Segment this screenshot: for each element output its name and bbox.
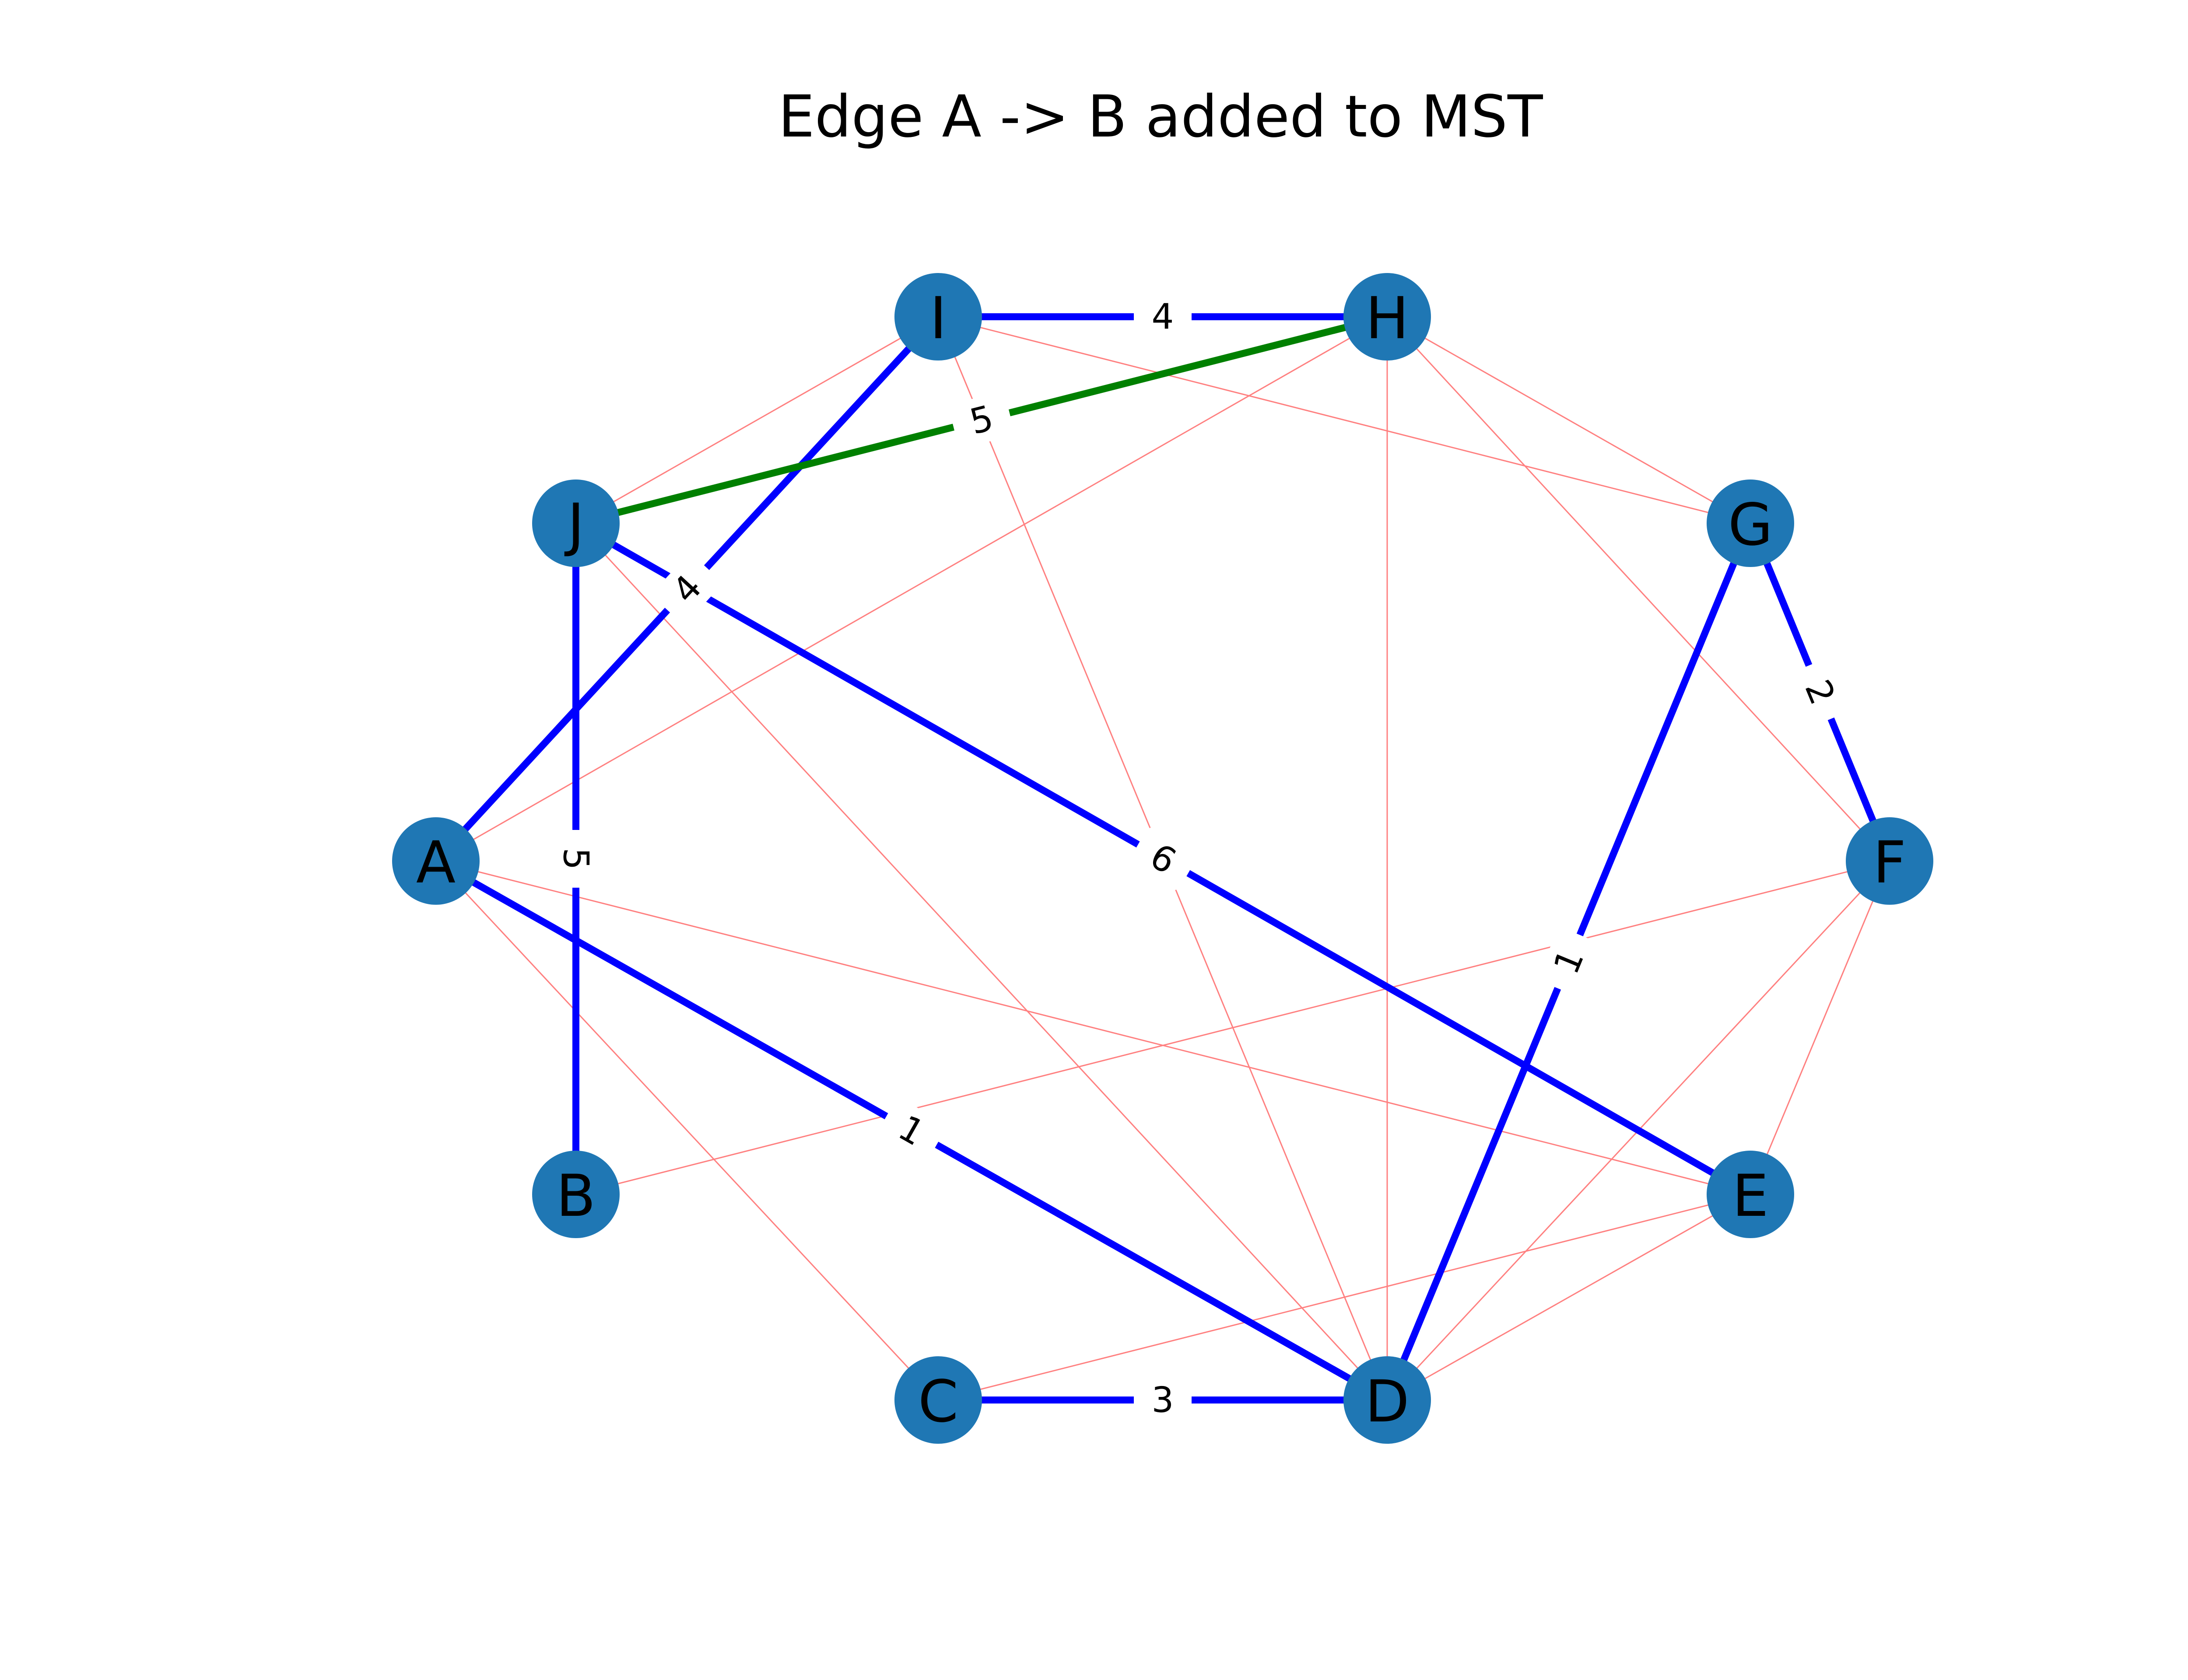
node-label: B xyxy=(556,1162,596,1230)
edge-g-d-weight-label: 1 xyxy=(1539,928,1599,995)
node-label: C xyxy=(918,1368,958,1435)
node-circle xyxy=(532,480,620,567)
node-a: A xyxy=(392,817,480,905)
edge-h-g xyxy=(1387,316,1751,524)
weight-label-background xyxy=(1790,659,1850,725)
edge-j-e-weight-label: 6 xyxy=(1129,827,1197,890)
node-label: D xyxy=(1365,1368,1410,1435)
node-label: J xyxy=(565,491,585,559)
edge-a-e xyxy=(435,860,1751,1195)
edge-j-h-weight-label: 5 xyxy=(950,392,1013,448)
edge-j-d xyxy=(575,522,1388,1401)
node-h: H xyxy=(1343,273,1431,360)
weight-label-background xyxy=(1134,294,1192,340)
edge-h-f xyxy=(1386,316,1890,862)
node-label: G xyxy=(1728,491,1773,559)
node-label: F xyxy=(1873,829,1906,896)
node-label: H xyxy=(1365,285,1409,352)
node-circle xyxy=(1343,273,1431,360)
edge-h-a xyxy=(435,316,1388,862)
graph-title: Edge A -> B added to MST xyxy=(778,83,1543,150)
edge-weight-labels-layer: 4 4 5 6 2 1 1 3 5 xyxy=(553,294,1850,1423)
edge-i-a-weight-label: 4 xyxy=(654,555,720,623)
weight-label-background xyxy=(553,830,599,888)
weight-label-background xyxy=(1129,827,1197,890)
node-label: A xyxy=(416,829,456,896)
weight-label-background xyxy=(1134,1377,1192,1423)
edge-c-d-weight-label: 3 xyxy=(1134,1377,1192,1423)
node-label: I xyxy=(930,285,947,352)
weight-label-background xyxy=(654,555,720,623)
weight-label-background xyxy=(950,392,1013,448)
node-circle xyxy=(1707,1151,1794,1238)
graph-nodes-layer: A B C D E F G H I J xyxy=(392,273,1933,1444)
weight-label-background xyxy=(878,1099,945,1162)
node-circle xyxy=(392,817,480,905)
node-circle xyxy=(1846,817,1933,905)
edge-b-f xyxy=(575,860,1890,1195)
node-i: I xyxy=(894,273,982,360)
weight-label-text: 3 xyxy=(1152,1380,1174,1421)
edge-i-g xyxy=(938,316,1751,524)
node-circle xyxy=(1343,1356,1431,1444)
node-c: C xyxy=(894,1356,982,1444)
node-circle xyxy=(532,1151,620,1238)
node-b: B xyxy=(532,1151,620,1238)
edge-f-e xyxy=(1750,861,1890,1195)
node-d: D xyxy=(1343,1356,1431,1444)
edge-i-j xyxy=(575,316,939,524)
edge-e-d xyxy=(1387,1194,1751,1401)
weight-label-text: 5 xyxy=(556,848,596,870)
node-g: G xyxy=(1707,480,1794,567)
edge-i-h-weight-label: 4 xyxy=(1134,294,1192,340)
edge-a-c xyxy=(435,860,939,1401)
node-label: E xyxy=(1732,1162,1768,1230)
edge-a-d-weight-label: 1 xyxy=(878,1099,945,1162)
node-circle xyxy=(894,1356,982,1444)
node-f: F xyxy=(1846,817,1933,905)
node-e: E xyxy=(1707,1151,1794,1238)
edge-j-b-weight-label: 5 xyxy=(553,830,599,888)
node-j: J xyxy=(532,480,620,567)
node-circle xyxy=(894,273,982,360)
weight-label-background xyxy=(1539,928,1599,995)
node-circle xyxy=(1707,480,1794,567)
edge-c-e xyxy=(938,1194,1751,1401)
edge-g-f-weight-label: 2 xyxy=(1790,659,1850,725)
weight-label-text: 4 xyxy=(1152,297,1174,337)
